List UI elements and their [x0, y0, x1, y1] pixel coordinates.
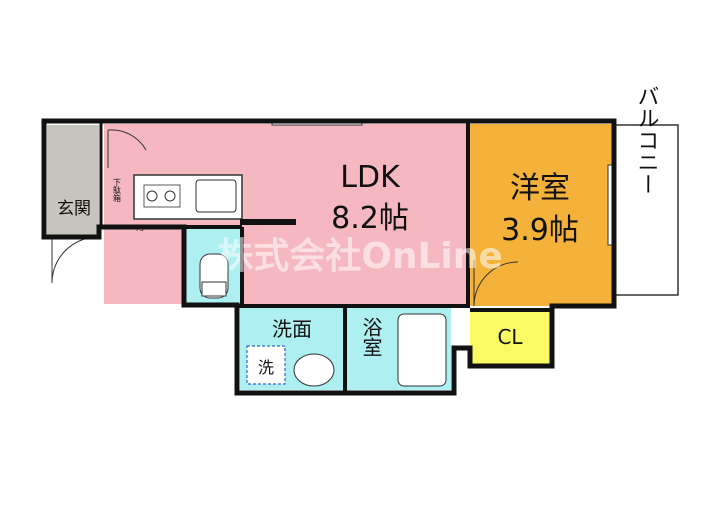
washer-space	[246, 345, 286, 385]
balcony	[613, 124, 679, 296]
ps-label: PS	[136, 226, 144, 233]
western-door	[473, 260, 519, 307]
western-size-label: 3.9帖	[501, 213, 579, 248]
washer-label: 洗	[258, 358, 274, 377]
stove-burner-icon	[146, 190, 158, 202]
shoebox-label: 下駄箱	[113, 178, 122, 203]
watermark: 株式会社OnLine	[217, 236, 503, 277]
closet-floor	[470, 312, 550, 364]
ldk-label: LDK	[340, 160, 401, 195]
entrance-floor	[47, 125, 99, 235]
closet-label: CL	[497, 325, 523, 349]
entrance-label: 玄関	[57, 199, 91, 219]
ldk-door	[107, 129, 147, 168]
western-floor	[470, 124, 612, 306]
basin-icon	[293, 353, 335, 387]
stove-burner-icon	[164, 190, 176, 202]
bathtub	[397, 313, 447, 387]
partition-wall	[240, 219, 296, 225]
outer-wall	[41, 118, 617, 396]
bath-label: 浴室	[359, 317, 383, 357]
western-label: 洋室	[510, 171, 570, 206]
ldk-size-label: 8.2帖	[331, 201, 409, 236]
washroom-label: 洗面	[272, 317, 312, 341]
balcony-label: バルコニー	[634, 85, 659, 195]
sink-icon	[195, 179, 237, 213]
